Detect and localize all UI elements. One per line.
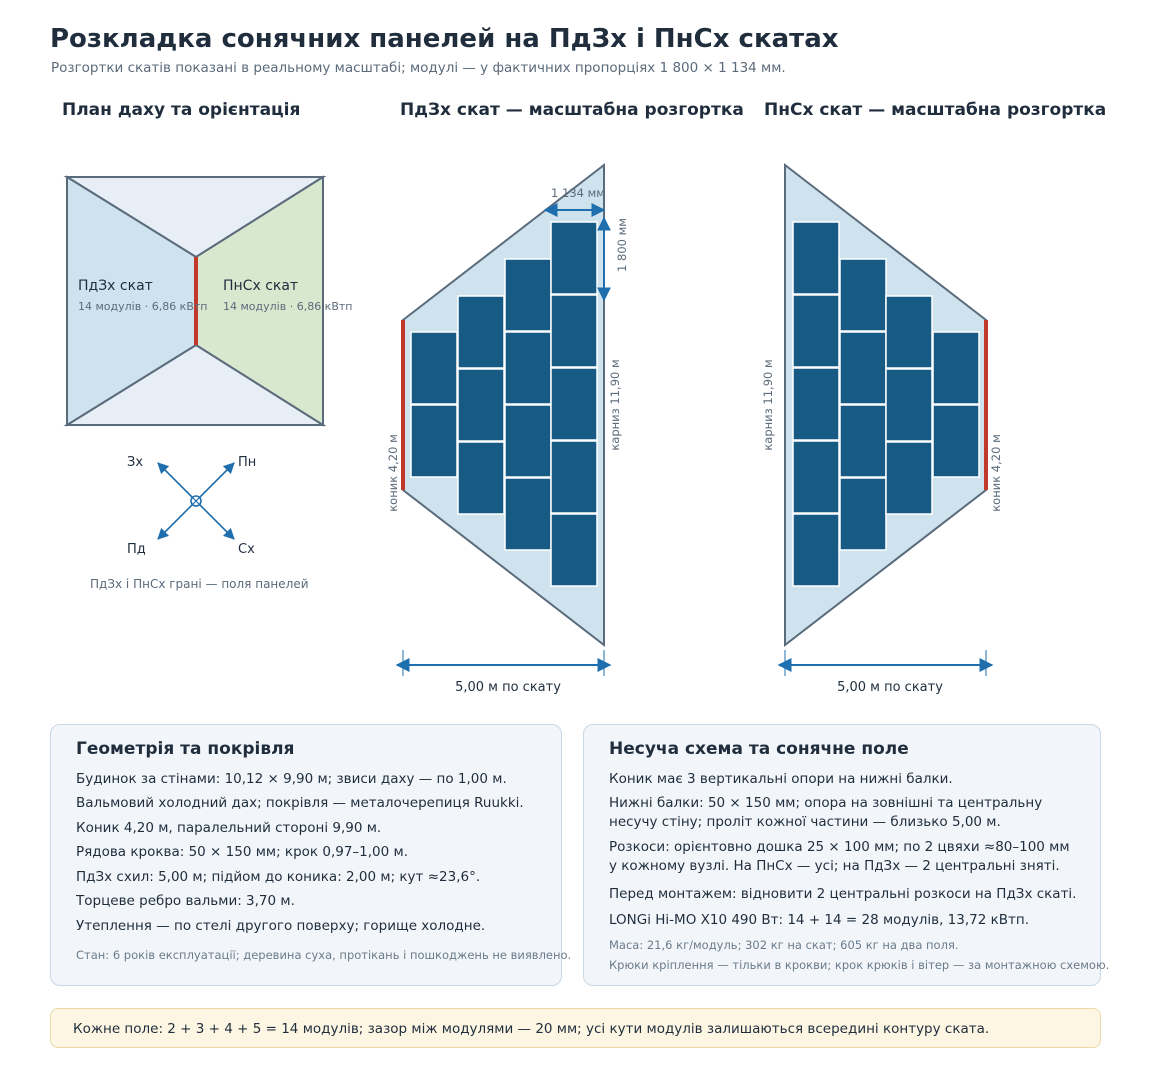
page-subtitle: Розгортки скатів показані в реальному ма… — [51, 60, 786, 76]
compass-arrow-east — [195, 500, 235, 540]
ne-face-label: ПнСх скат — [223, 278, 298, 294]
sw-face-sub: 14 модулів · 6,86 кВтп — [78, 300, 207, 313]
solar-module — [839, 477, 887, 551]
solar-module — [885, 441, 933, 515]
geometry-condition-note: Стан: 6 років експлуатації; деревина сух… — [76, 948, 572, 962]
solar-module — [550, 367, 598, 441]
sw-slope-heading: ПдЗх скат — масштабна розгортка — [400, 100, 744, 120]
geometry-heading: Геометрія та покрівля — [76, 739, 295, 759]
geometry-line: ПдЗх схил: 5,00 м; підйом до коника: 2,0… — [76, 869, 481, 885]
compass-arrow-west — [157, 462, 197, 502]
solar-module — [792, 294, 840, 368]
geometry-line: Коник 4,20 м, паралельний стороні 9,90 м… — [76, 820, 382, 836]
solar-module — [457, 295, 505, 369]
solar-module — [839, 404, 887, 478]
solar-module — [839, 331, 887, 405]
sw-face-label: ПдЗх скат — [78, 278, 153, 294]
solar-module — [410, 404, 458, 478]
solar-module — [839, 258, 887, 332]
ne-eave-label: карниз 11,90 м — [761, 359, 775, 450]
solar-module — [550, 294, 598, 368]
solar-module — [504, 258, 552, 332]
roof-plan: ПдЗх скат 14 модулів · 6,86 кВтп ПнСх ск… — [63, 175, 352, 427]
structure-line: у кожному вузлі. На ПнСх — усі; на ПдЗх … — [609, 858, 1060, 874]
solar-module — [932, 331, 980, 405]
compass-east-label: Сх — [238, 542, 255, 557]
solar-module — [550, 440, 598, 514]
ne-module-grid — [792, 221, 980, 587]
sw-module-grid — [410, 221, 598, 587]
page-title: Розкладка сонячних панелей на ПдЗх і ПнС… — [50, 24, 839, 54]
geometry-line: Торцеве ребро вальми: 3,70 м. — [76, 893, 295, 909]
ne-run-label: 5,00 м по скату — [837, 680, 943, 695]
structure-hooks-note: Крюки кріплення — тільки в крокви; крок … — [609, 958, 1110, 972]
solar-module — [504, 331, 552, 405]
plan-heading: План даху та орієнтація — [62, 100, 301, 120]
compass-arrow-south — [157, 500, 197, 540]
structure-line: Розкоси: орієнтовно дошка 25 × 100 мм; п… — [609, 839, 1070, 855]
ne-slope-heading: ПнСх скат — масштабна розгортка — [764, 100, 1107, 120]
solar-module — [792, 367, 840, 441]
geometry-line: Вальмовий холодний дах; покрівля — метал… — [76, 795, 524, 811]
compass-north-label: Пн — [238, 455, 256, 470]
solar-module — [932, 404, 980, 478]
sw-ridge-label: коник 4,20 м — [386, 434, 400, 512]
geometry-line: Утеплення — по стелі другого поверху; го… — [76, 918, 486, 934]
solar-module — [885, 368, 933, 442]
solar-module — [457, 441, 505, 515]
structure-line: Коник має 3 вертикальні опори на нижні б… — [609, 771, 953, 787]
sw-run-label: 5,00 м по скату — [455, 680, 561, 695]
plan-caption: ПдЗх і ПнСх грані — поля панелей — [90, 577, 309, 591]
geometry-line: Рядова кроква: 50 × 150 мм; крок 0,97–1,… — [76, 844, 408, 860]
compass: Зх Пн Пд Сх ПдЗх і ПнСх грані — поля пан… — [90, 455, 309, 591]
footer-note: Кожне поле: 2 + 3 + 4 + 5 = 14 модулів; … — [50, 1008, 1101, 1048]
compass-west-label: Зх — [127, 455, 143, 470]
structure-line: Перед монтажем: відновити 2 центральні р… — [609, 886, 1077, 902]
structure-line: LONGi Hi-MO X10 490 Вт: 14 + 14 = 28 мод… — [609, 912, 1029, 928]
solar-module — [504, 477, 552, 551]
structure-heading: Несуча схема та сонячне поле — [609, 739, 909, 759]
roof-diagram: ПдЗх скат 14 модулів · 6,86 кВтп ПнСх ск… — [63, 162, 1003, 695]
module-height-label: 1 800 мм — [615, 218, 629, 272]
solar-module — [550, 221, 598, 295]
sw-eave-label: карниз 11,90 м — [608, 359, 622, 450]
structure-mass-note: Маса: 21,6 кг/модуль; 302 кг на скат; 60… — [609, 938, 959, 952]
ne-slope-layout: карниз 11,90 м коник 4,20 м 5,00 м по ск… — [761, 162, 1003, 695]
module-width-label: 1 134 мм — [551, 186, 605, 200]
solar-module — [410, 331, 458, 405]
solar-module — [457, 368, 505, 442]
solar-module — [792, 440, 840, 514]
solar-module — [885, 295, 933, 369]
solar-module — [792, 513, 840, 587]
compass-arrow-north — [195, 462, 235, 502]
solar-module — [792, 221, 840, 295]
solar-module — [550, 513, 598, 587]
ne-ridge-label: коник 4,20 м — [989, 434, 1003, 512]
structure-line: Нижні балки: 50 × 150 мм; опора на зовні… — [609, 795, 1043, 811]
ne-face-sub: 14 модулів · 6,86 кВтп — [223, 300, 352, 313]
geometry-card: Геометрія та покрівля Будинок за стінами… — [50, 724, 572, 986]
compass-south-label: Пд — [127, 542, 146, 557]
structure-line: несучу стіну; проліт кожної частини — бл… — [609, 814, 1001, 830]
sw-slope-layout: 1 134 мм 1 800 мм карниз 11,90 м коник 4… — [386, 162, 629, 695]
footer-note-text: Кожне поле: 2 + 3 + 4 + 5 = 14 модулів; … — [73, 1021, 990, 1037]
geometry-line: Будинок за стінами: 10,12 × 9,90 м; звис… — [76, 771, 507, 787]
structure-card: Несуча схема та сонячне поле Коник має 3… — [583, 724, 1110, 986]
solar-module — [504, 404, 552, 478]
